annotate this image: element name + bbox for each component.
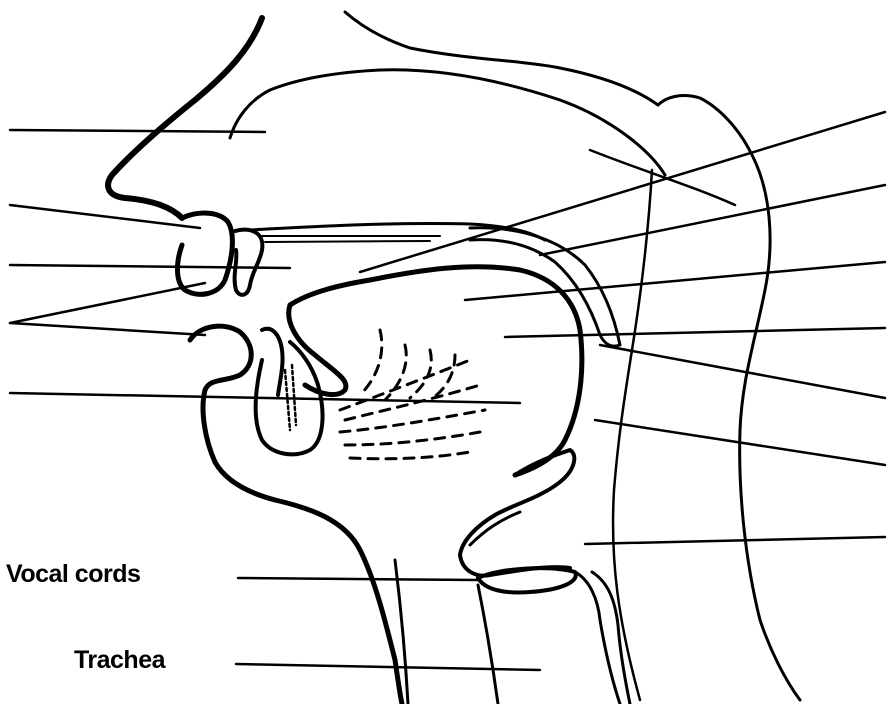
leader-line-left-4a (10, 283, 205, 323)
trachea-front-wall (478, 585, 498, 704)
lower-lip (190, 326, 251, 462)
back-of-neck-outline (658, 96, 800, 700)
leader-line-right-3 (465, 262, 885, 300)
alveolar-hatching (262, 236, 440, 242)
epiglottis (495, 450, 574, 515)
vocal-cords-shape (478, 568, 576, 592)
tongue-fibers (340, 330, 485, 459)
vocal-cords-label: Vocal cords (6, 562, 140, 587)
leader-line-left-1 (10, 130, 265, 132)
larynx-front (460, 515, 570, 576)
lower-teeth (262, 329, 283, 395)
leader-line-right-4 (505, 328, 885, 337)
leader-line-right-1 (360, 112, 885, 272)
nasal-cavity-outline (230, 70, 665, 175)
trachea-label: Trachea (74, 648, 165, 673)
hard-palate-upper (250, 223, 545, 240)
leader-line-right-7 (585, 537, 885, 544)
upper-teeth (232, 230, 262, 295)
vocal-cords-leader (238, 578, 478, 580)
trachea-back-wall (575, 572, 620, 704)
nasopharynx-line (590, 150, 735, 205)
trachea-leader (236, 664, 540, 670)
skull-outline (345, 12, 658, 105)
leader-line-left-4b (10, 323, 205, 335)
leader-line-left-3 (10, 265, 290, 268)
leader-line-left-5 (10, 393, 520, 403)
